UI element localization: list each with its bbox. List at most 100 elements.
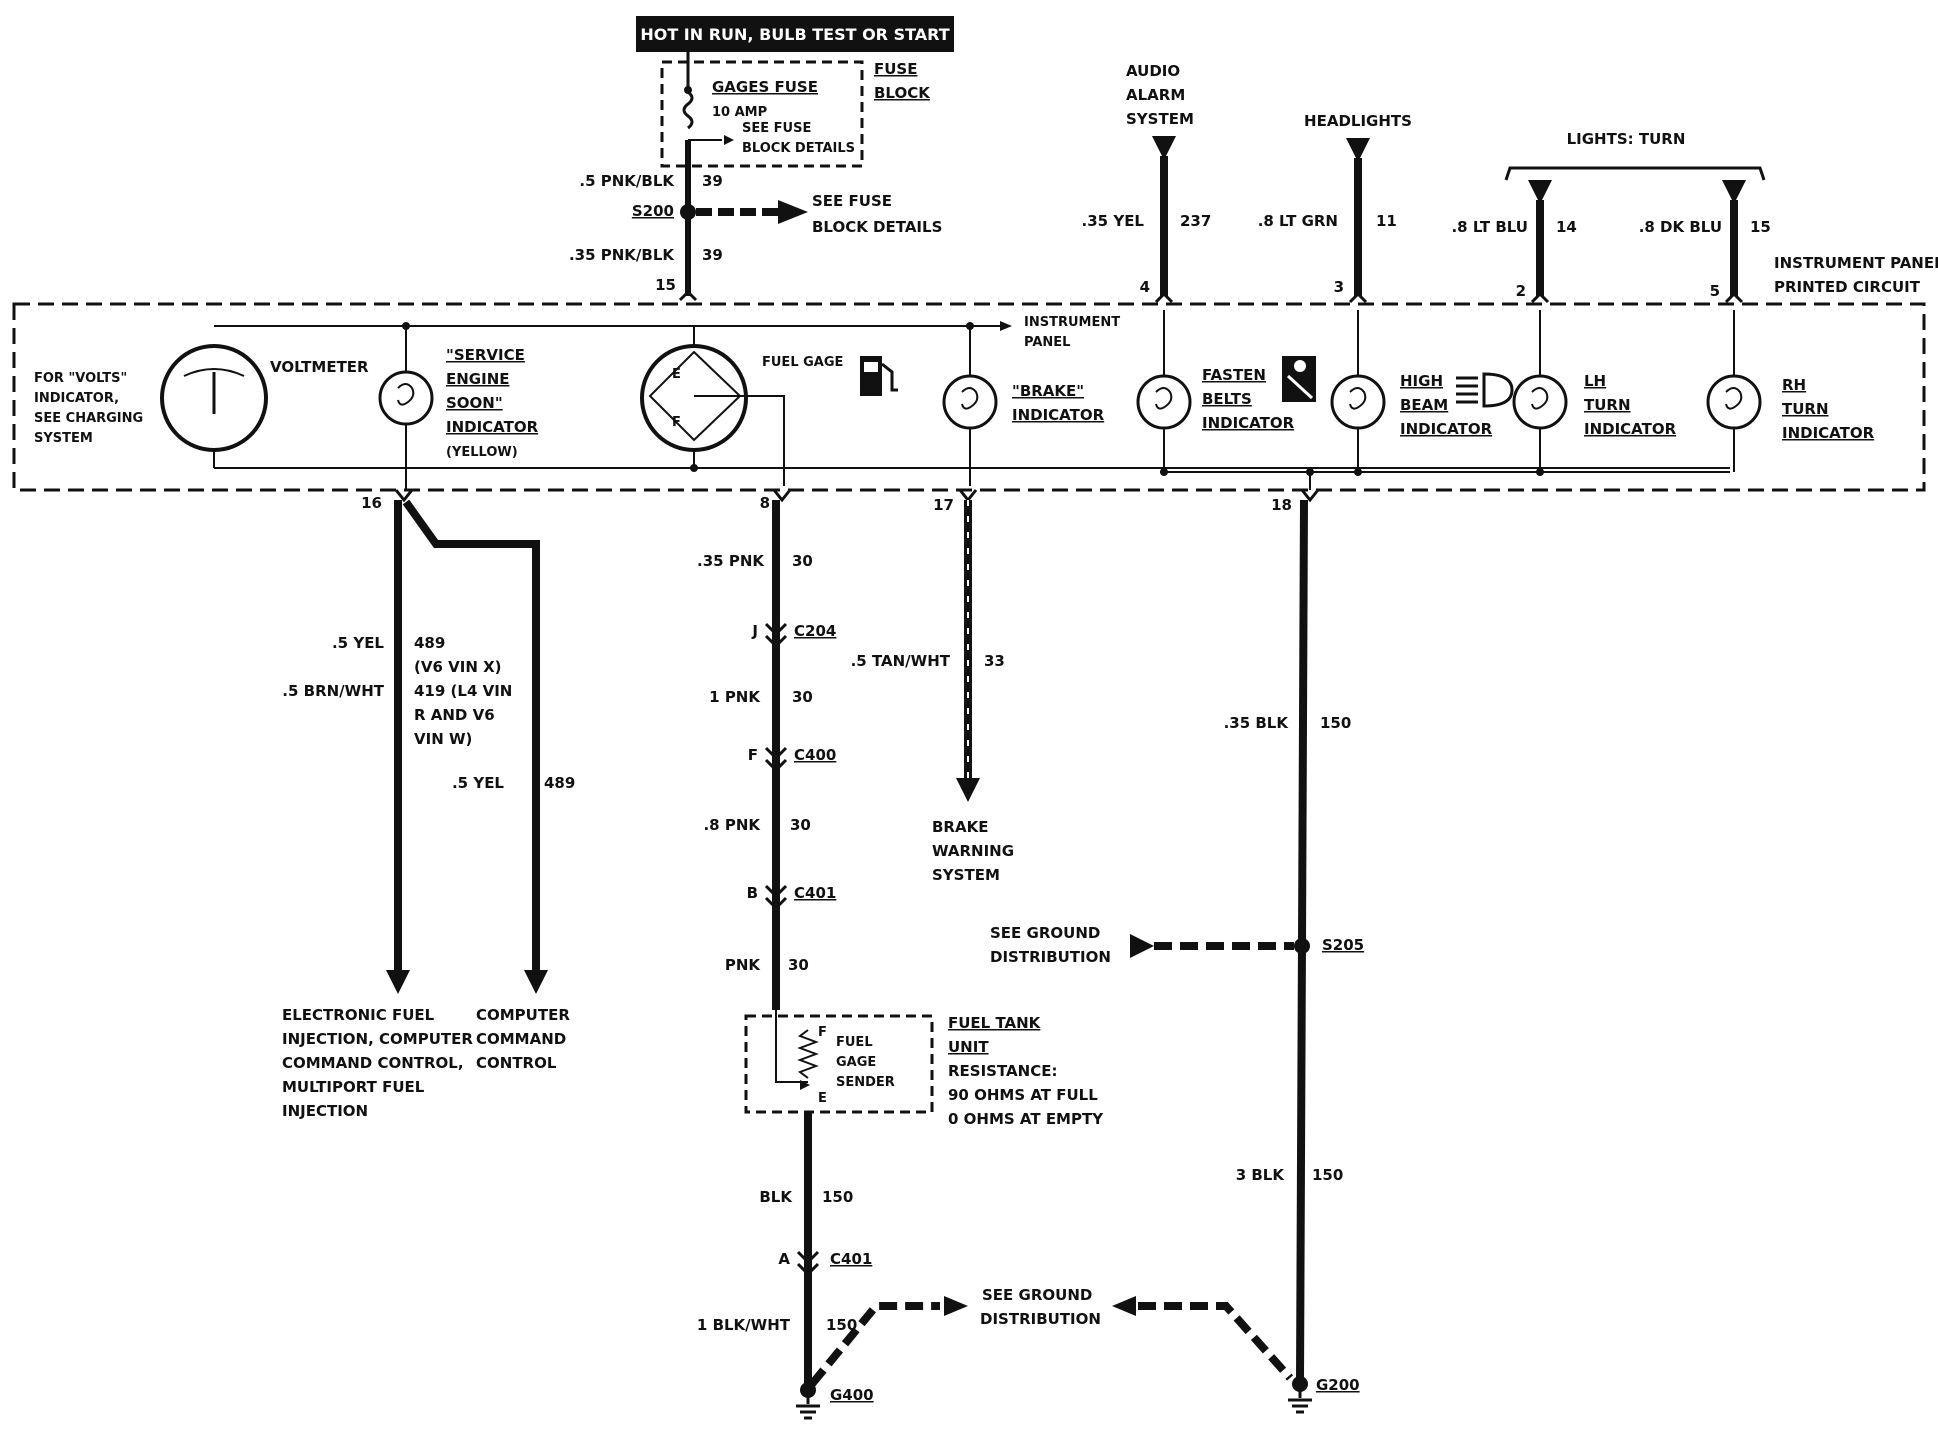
ecm-dest1-1: ELECTRONIC FUEL [282, 1006, 435, 1024]
fuel-pin: 8 [760, 494, 770, 512]
fuse-detail-2: BLOCK DETAILS [742, 141, 855, 156]
brake-label-2: INDICATOR [1012, 406, 1105, 424]
turn-lh-connector-icon [1530, 291, 1550, 304]
panel-border [12, 302, 1926, 492]
supply-wire-upper: .5 PNK/BLK [579, 172, 675, 190]
ecm-dest2-2: COMMAND [476, 1030, 566, 1048]
headlights-arrow-icon [1346, 138, 1370, 162]
supply-circuit-upper: 39 [702, 172, 723, 190]
belts-label-2: BELTS [1202, 390, 1252, 408]
turn-lh-pin: 2 [1516, 282, 1526, 300]
fuel-gage-output [740, 395, 785, 486]
ses-label-2: ENGINE [446, 370, 510, 388]
ses-label-3: SOON" [446, 394, 503, 412]
brake-dest-2: WARNING [932, 842, 1014, 860]
supply-circuit-lower: 39 [702, 246, 723, 264]
tank-resistance-1: RESISTANCE: [948, 1062, 1057, 1080]
sender-wiper-arrow-icon [800, 1080, 810, 1090]
instrument-panel: INSTRUMENT PANEL FOR "VOLTS" INDICATOR, … [12, 302, 1926, 492]
ecm-note1: (V6 VIN X) [414, 658, 502, 676]
fuel-c2: 30 [792, 688, 813, 706]
g200-label: G200 [1316, 1376, 1360, 1394]
turn-lh-arrow-icon [1528, 180, 1552, 204]
s200-branch-arrow-icon [778, 200, 808, 224]
c401-upper-connector-icon [764, 884, 788, 911]
belts-label-1: FASTEN [1202, 366, 1266, 384]
volts-note-1: FOR "VOLTS" [34, 371, 127, 386]
brake-top-dot [966, 322, 974, 330]
see-ground-1b: DISTRIBUTION [990, 948, 1111, 966]
c204-pin: J [751, 622, 758, 640]
headlights-connector-icon [1348, 291, 1368, 304]
fuel-gage-dial [640, 344, 748, 452]
ground-w2: 3 BLK [1236, 1166, 1286, 1184]
c204-label: C204 [794, 622, 836, 640]
ip-feed-arrow-icon [1000, 321, 1012, 331]
g400-distribution-link [808, 1302, 940, 1387]
lh-filament-icon [1531, 387, 1549, 410]
ecm-output: 16 .5 YEL 489 (V6 VIN X) .5 BRN/WHT 419 … [282, 489, 575, 1120]
s205-dot [1294, 938, 1310, 954]
fuse-dot [684, 86, 692, 94]
turn-label: LIGHTS: TURN [1567, 130, 1686, 148]
headlights-label: HEADLIGHTS [1304, 112, 1412, 130]
headlights-pin: 3 [1334, 278, 1344, 296]
hot-banner-text: HOT IN RUN, BULB TEST OR START [640, 25, 949, 44]
brake-dest-1: BRAKE [932, 818, 988, 836]
ecm-dest1-3: COMMAND CONTROL, [282, 1054, 464, 1072]
s205-label: S205 [1322, 936, 1364, 954]
audio-label-3: SYSTEM [1126, 110, 1194, 128]
brake-circuit: 33 [984, 652, 1005, 670]
rh-label-1: RH [1782, 376, 1806, 394]
fuse-block-label-2: BLOCK [874, 84, 931, 102]
volts-note-4: SYSTEM [34, 431, 93, 446]
rh-label-2: TURN [1782, 400, 1829, 418]
audio-arrow-icon [1152, 136, 1176, 160]
see-ground-2a: SEE GROUND [982, 1286, 1092, 1304]
highbeam-label-3: INDICATOR [1400, 420, 1493, 438]
fuse-name: GAGES FUSE [712, 78, 818, 96]
g200-dot [1292, 1376, 1308, 1392]
c401-upper-pin: B [747, 884, 758, 902]
turn-input: LIGHTS: TURN .8 LT BLU 14 .8 DK BLU 15 2… [1451, 130, 1771, 304]
c401-lower-pin: A [778, 1250, 790, 1268]
turn-rh-circuit: 15 [1750, 218, 1771, 236]
see-ground-2b: DISTRIBUTION [980, 1310, 1101, 1328]
brake-output: 17 .5 TAN/WHT 33 BRAKE WARNING SYSTEM [851, 489, 1014, 884]
fuel-w6: 1 BLK/WHT [697, 1316, 791, 1334]
ses-label-4: INDICATOR [446, 418, 539, 436]
lh-ground-dot [1536, 468, 1544, 476]
fuel-w2: 1 PNK [709, 688, 761, 706]
ses-label-1: "SERVICE [446, 346, 525, 364]
fuel-w5: BLK [759, 1188, 793, 1206]
ecm-dest2-1: COMPUTER [476, 1006, 570, 1024]
supply-connector-icon [678, 289, 698, 302]
ecm-note2b: VIN W) [414, 730, 472, 748]
ses-bulb-icon [378, 370, 434, 426]
ecm-wire-2 [402, 499, 540, 972]
ecm-note2a: R AND V6 [414, 706, 495, 724]
ip-label-1: INSTRUMENT [1024, 315, 1120, 330]
sender-e: E [818, 1091, 827, 1106]
c400-pin: F [748, 746, 758, 764]
sender-label-3: SENDER [836, 1075, 895, 1090]
volts-note-3: SEE CHARGING [34, 411, 143, 426]
fuel-pin-connector-icon [772, 489, 792, 503]
audio-wire-label: .35 YEL [1082, 212, 1145, 230]
fuel-c5: 150 [822, 1188, 853, 1206]
ecm-dest1-4: MULTIPORT FUEL [282, 1078, 425, 1096]
see-ground-1a: SEE GROUND [990, 924, 1100, 942]
sender-label-2: GAGE [836, 1055, 876, 1070]
audio-label-1: AUDIO [1126, 62, 1180, 80]
c400-label: C400 [794, 746, 836, 764]
ecm-dest2-3: CONTROL [476, 1054, 557, 1072]
headlights-circuit: 11 [1376, 212, 1397, 230]
ground-w1: .35 BLK [1224, 714, 1290, 732]
highbeam-filament-icon [1349, 387, 1367, 410]
ground-bus-dot [1306, 468, 1314, 476]
s205-arrow-icon [1130, 934, 1154, 958]
ground-c1: 150 [1320, 714, 1351, 732]
fuse-block-box [660, 60, 864, 168]
headlights-input: HEADLIGHTS .8 LT GRN 11 3 [1258, 112, 1412, 304]
